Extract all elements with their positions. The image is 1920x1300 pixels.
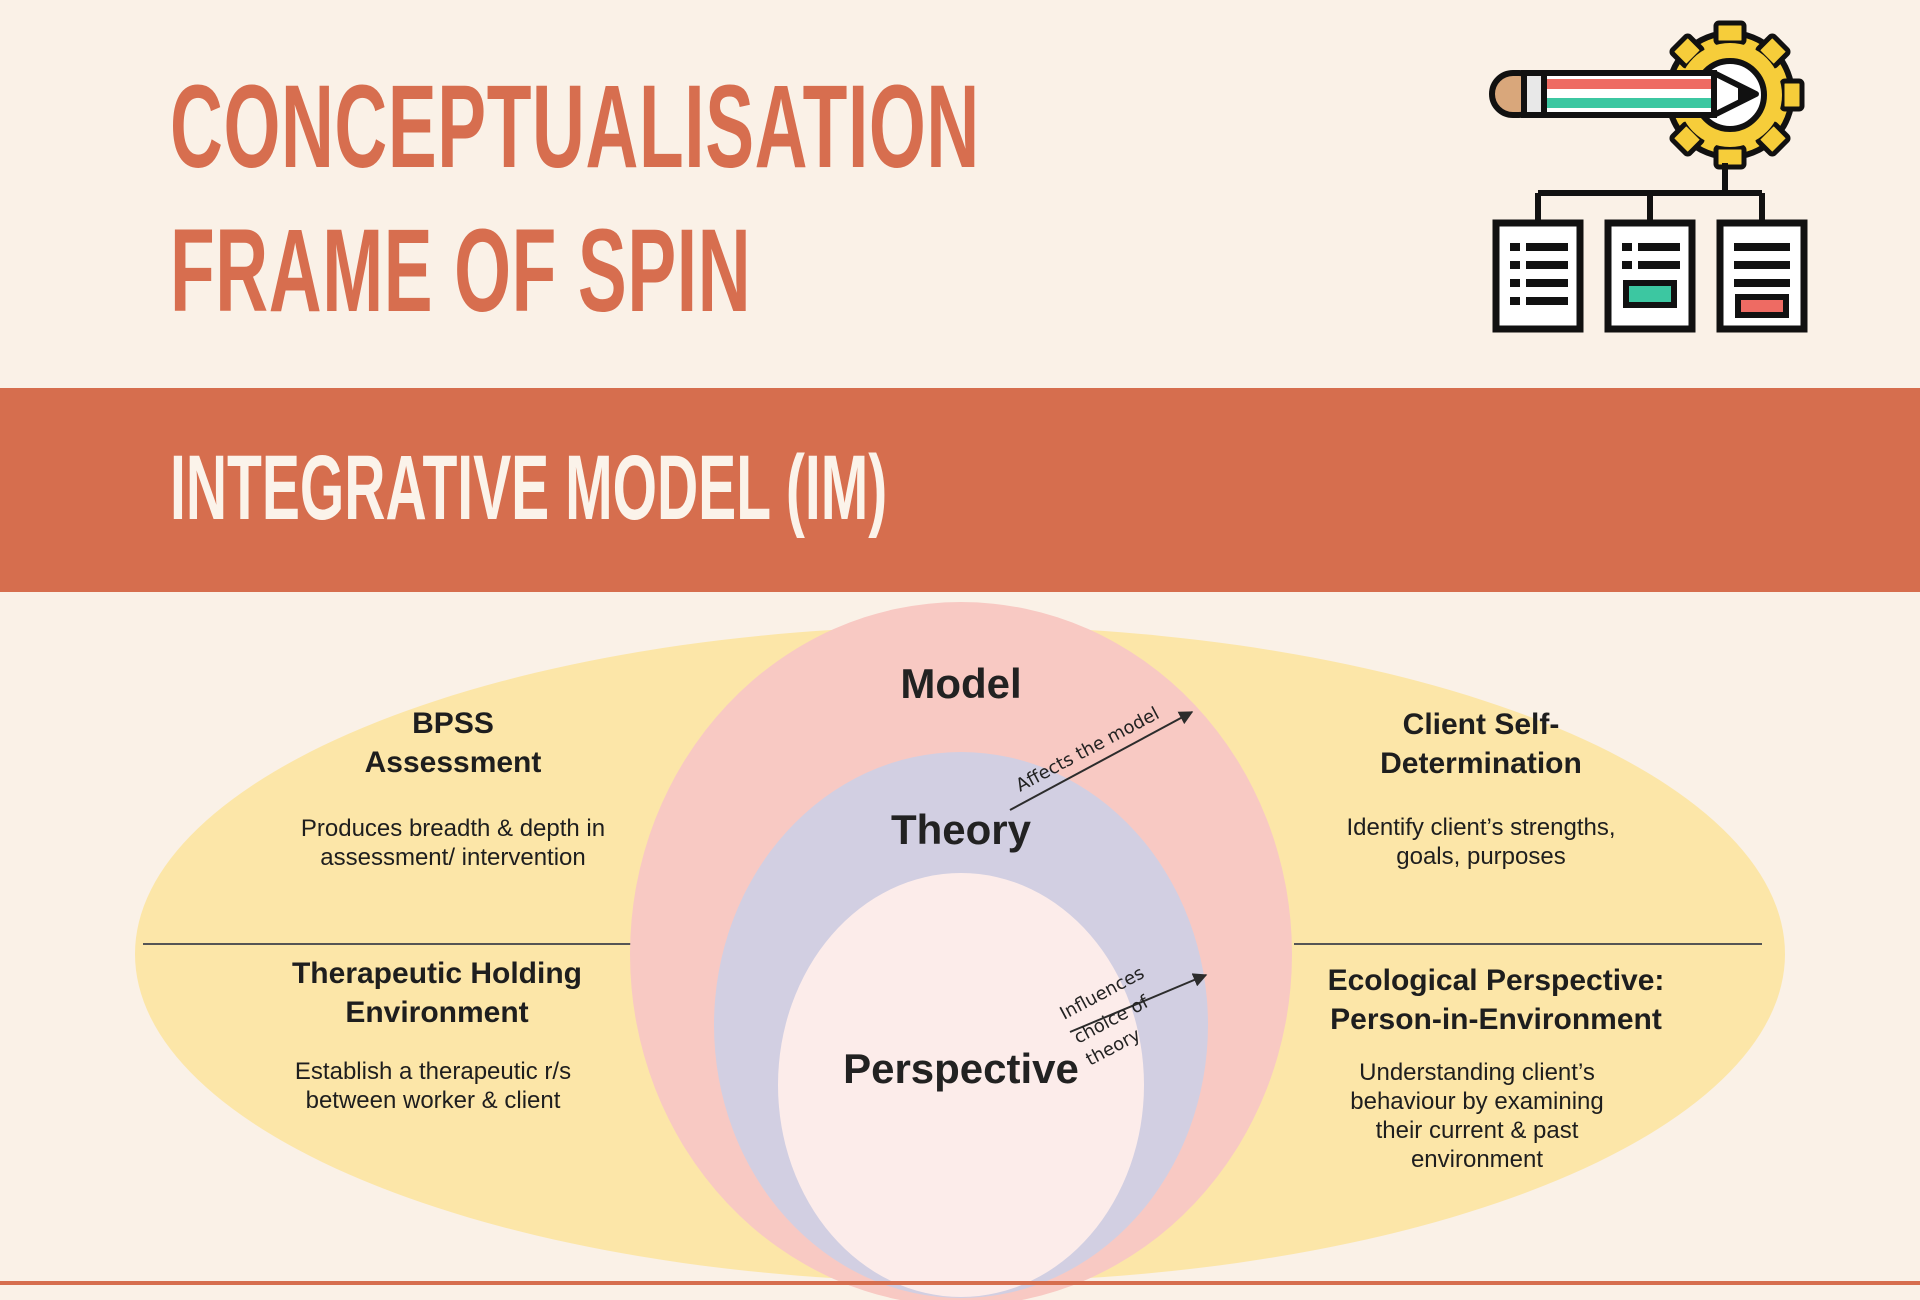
perspective-circle — [778, 873, 1144, 1297]
section-banner: INTEGRATIVE MODEL (IM) — [0, 388, 1920, 592]
model-label: Model — [900, 660, 1021, 707]
self-det-title-line1: Client Self- — [1403, 708, 1560, 741]
bpss-title-line1: BPSS — [412, 707, 494, 740]
self-det-body-line1: Identify client’s strengths, — [1346, 814, 1615, 841]
section-title: INTEGRATIVE MODEL (IM) — [170, 437, 888, 539]
ecological-perspective-block: Ecological Perspective: Person-in-Enviro… — [1328, 964, 1665, 1173]
holding-body-line2: between worker & client — [306, 1087, 561, 1114]
holding-body-line1: Establish a therapeutic r/s — [295, 1058, 571, 1085]
title-line-2: FRAME OF SPIN — [170, 205, 752, 337]
document-icon — [1604, 219, 1696, 333]
eco-body-line3: their current & past — [1376, 1117, 1579, 1144]
client-self-determination-block: Client Self- Determination Identify clie… — [1346, 708, 1615, 870]
affects-model-arrow — [1009, 711, 1194, 811]
bpss-body-line2: assessment/ intervention — [320, 844, 585, 871]
self-det-title-line2: Determination — [1380, 747, 1582, 780]
eco-title-line2: Person-in-Environment — [1330, 1003, 1662, 1036]
therapeutic-holding-block: Therapeutic Holding Environment Establis… — [292, 957, 582, 1114]
pencil-gear-flowchart-icon — [1489, 20, 1808, 333]
influences-theory-arrow — [1069, 973, 1208, 1033]
bpss-assessment-block: BPSS Assessment Produces breadth & depth… — [301, 707, 605, 871]
pencil-icon — [1489, 70, 1759, 118]
theory-label: Theory — [891, 806, 1032, 853]
bpss-title-line2: Assessment — [365, 746, 542, 779]
footer-divider — [0, 1281, 1920, 1285]
eco-body-line4: environment — [1411, 1146, 1543, 1173]
holding-title-line1: Therapeutic Holding — [292, 957, 582, 990]
title-line-1: CONCEPTUALISATION — [170, 61, 980, 193]
document-icon — [1492, 219, 1584, 333]
integrative-model-diagram: Model Theory Perspective Affects the mod… — [135, 602, 1785, 1300]
eco-body-line1: Understanding client’s — [1359, 1059, 1595, 1086]
holding-title-line2: Environment — [345, 996, 528, 1029]
document-icon — [1716, 219, 1808, 333]
eco-title-line1: Ecological Perspective: — [1328, 964, 1665, 997]
eco-body-line2: behaviour by examining — [1350, 1088, 1604, 1115]
perspective-label: Perspective — [843, 1045, 1079, 1092]
self-det-body-line2: goals, purposes — [1396, 843, 1565, 870]
bpss-body-line1: Produces breadth & depth in — [301, 815, 605, 842]
